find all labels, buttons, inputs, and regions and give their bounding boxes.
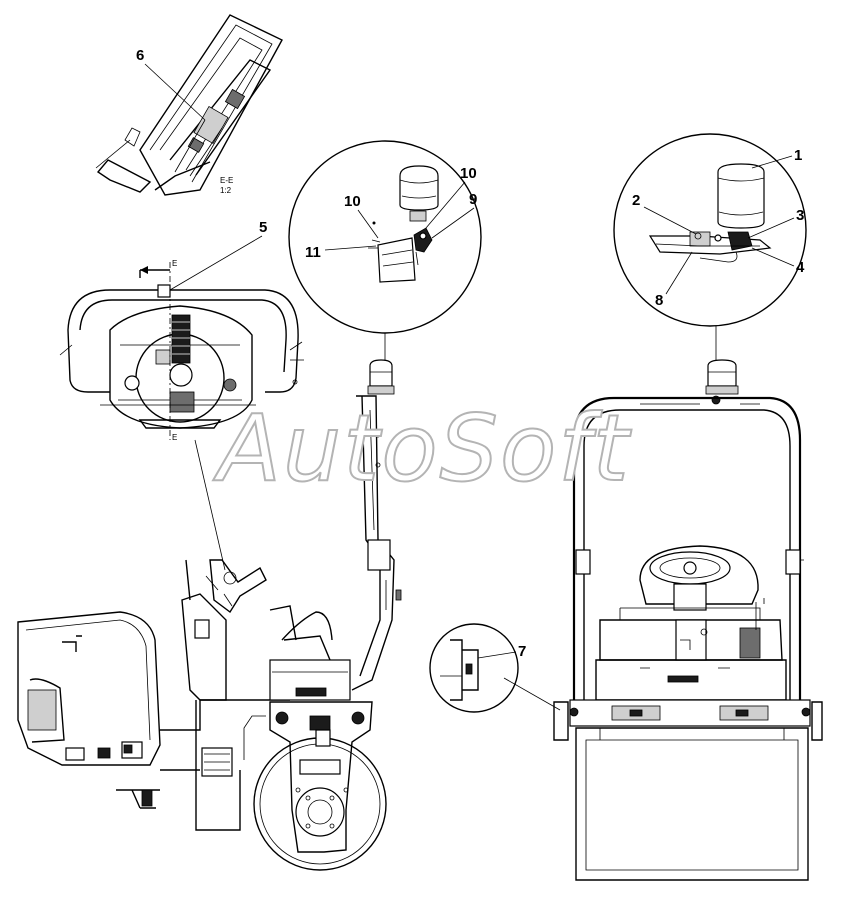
leader-5 [169, 235, 263, 291]
machine-front-view [553, 359, 823, 881]
callout-2: 2 [632, 192, 640, 209]
callout-3: 3 [796, 207, 804, 224]
callout-10-top: 10 [460, 165, 477, 182]
leader-3 [747, 217, 795, 239]
detail-circle-7 [429, 623, 519, 713]
leader-4 [751, 247, 795, 267]
leader-10-top [425, 181, 466, 229]
detail-circle-middle [288, 140, 482, 334]
leader-detail-7 [503, 677, 561, 711]
callout-5: 5 [259, 219, 267, 236]
leader-1 [751, 155, 793, 169]
leader-9 [431, 207, 475, 239]
machine-side-view [17, 359, 402, 871]
leader-6 [144, 63, 206, 121]
section-marker-bottom: 1:2 [220, 186, 232, 195]
callout-10-left: 10 [344, 193, 361, 210]
section-letter-top: E [172, 259, 177, 268]
callout-7: 7 [518, 643, 526, 660]
detail-5-top-view [59, 284, 304, 429]
section-letter-bottom: E [172, 433, 177, 442]
leader-7 [477, 651, 517, 659]
callout-1: 1 [794, 147, 802, 164]
leader-2 [643, 206, 697, 235]
leader-11 [324, 245, 377, 251]
leader-8 [665, 251, 693, 295]
detail-circle-right [613, 133, 807, 327]
section-marker-top: E-E [220, 176, 233, 185]
callout-11: 11 [305, 244, 321, 261]
leader-10-left [357, 209, 379, 239]
callout-6: 6 [136, 47, 144, 64]
callout-8: 8 [655, 292, 663, 309]
callout-4: 4 [796, 259, 805, 276]
watermark: AutoSoft [213, 395, 632, 502]
detail-6-section-view [95, 14, 283, 196]
leader-detail-5-to-machine [194, 439, 226, 571]
section-cut-line [139, 262, 171, 440]
callout-9: 9 [469, 191, 477, 208]
